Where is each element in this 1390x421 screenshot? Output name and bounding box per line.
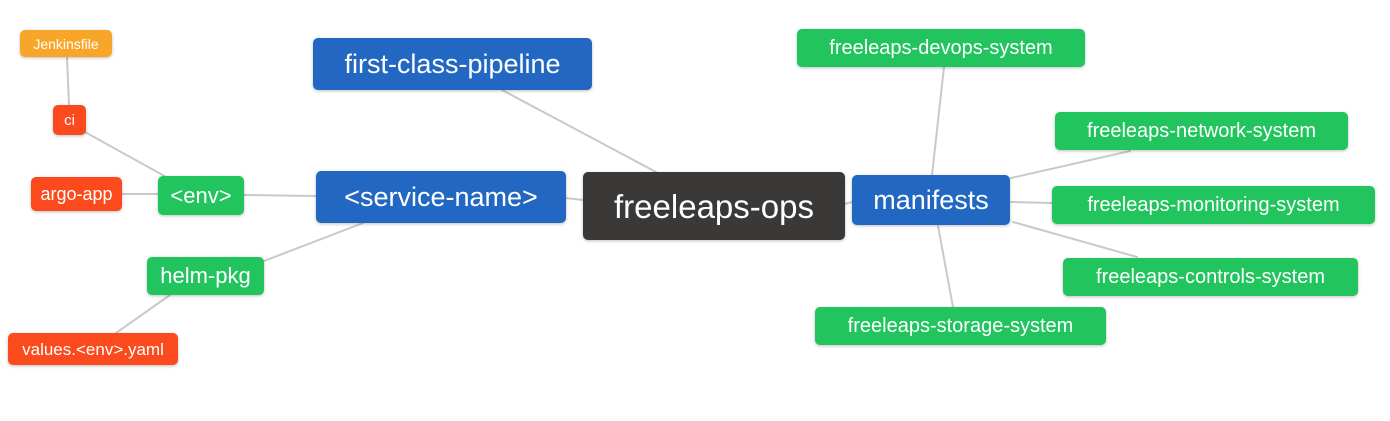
node-first-class-pipeline[interactable]: first-class-pipeline [313,38,592,90]
node-ci[interactable]: ci [53,105,86,135]
edge-jenkinsfile-to-ci [66,56,70,106]
edge-manifests-to-freeleaps-monitoring-system [1010,201,1053,204]
node-argo-app[interactable]: argo-app [31,177,122,211]
node-freeleaps-devops-system[interactable]: freeleaps-devops-system [797,29,1085,67]
node-env[interactable]: <env> [158,176,244,215]
node-jenkinsfile[interactable]: Jenkinsfile [20,30,112,57]
node-service-name[interactable]: <service-name> [316,171,566,223]
edge-values-env-yaml-to-helm-pkg [115,294,171,334]
edge-helm-pkg-to-service-name [263,222,364,262]
node-freeleaps-ops[interactable]: freeleaps-ops [583,172,845,240]
node-freeleaps-storage-system[interactable]: freeleaps-storage-system [815,307,1106,345]
edge-manifests-to-freeleaps-controls-system [1012,221,1138,258]
node-manifests[interactable]: manifests [852,175,1010,225]
edge-manifests-to-freeleaps-network-system [1010,150,1131,179]
edge-first-class-pipeline-to-freeleaps-ops [501,89,657,173]
edge-env-to-service-name [243,194,317,197]
node-freeleaps-network-system[interactable]: freeleaps-network-system [1055,112,1348,150]
edge-freeleaps-devops-system-to-manifests [931,66,945,176]
edge-manifests-to-freeleaps-storage-system [937,225,954,308]
node-freeleaps-monitoring-system[interactable]: freeleaps-monitoring-system [1052,186,1375,224]
node-helm-pkg[interactable]: helm-pkg [147,257,264,295]
edge-freeleaps-ops-to-manifests [844,201,853,205]
node-freeleaps-controls-system[interactable]: freeleaps-controls-system [1063,258,1358,296]
node-values-env-yaml[interactable]: values.<env>.yaml [8,333,178,365]
edge-ci-to-env [84,131,169,179]
edge-service-name-to-freeleaps-ops [565,197,584,201]
